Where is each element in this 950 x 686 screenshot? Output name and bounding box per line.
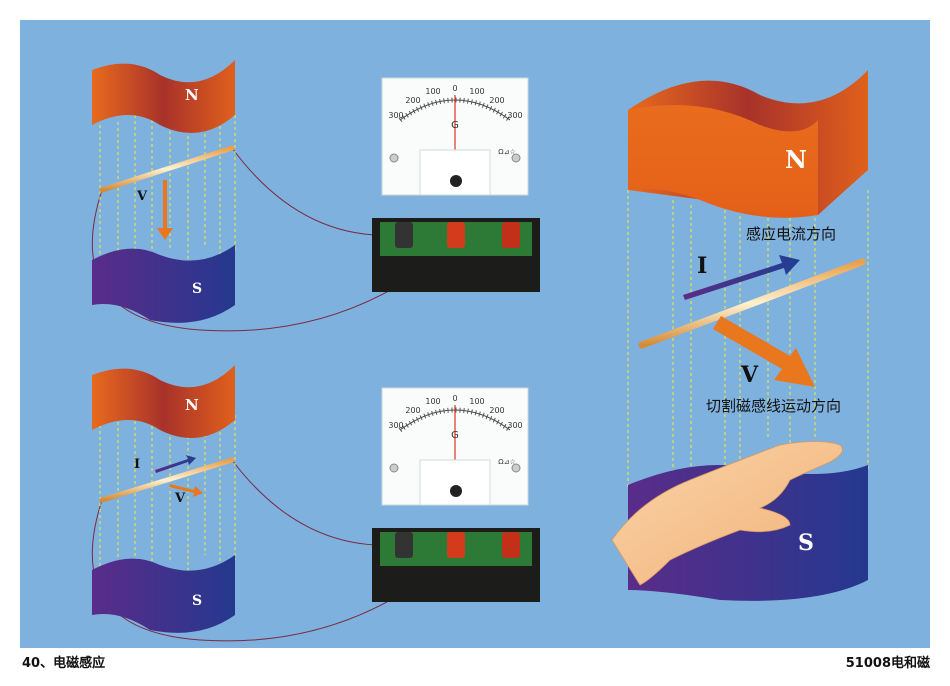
meter-letter: G: [451, 120, 459, 131]
meter-symbols: Ω⊿☆: [498, 458, 516, 466]
current-label: I: [697, 253, 707, 279]
scale-label: 100: [425, 87, 440, 96]
north-magnet-front: [628, 105, 818, 218]
velocity-label: V: [740, 362, 759, 388]
panel-right-hand-rule: N S I V 感应电流方向 切割磁感线运动方向: [611, 70, 869, 601]
conductor-rod: [638, 258, 866, 349]
scale-label: 300: [388, 111, 403, 120]
north-magnet: [92, 60, 235, 133]
scale-label: 200: [405, 96, 420, 105]
velocity-arrow: [157, 180, 173, 240]
scale-label: 300: [388, 421, 403, 430]
galvanometer-top: 300 200 100 0 100 200 300 G Ω⊿☆: [372, 78, 540, 292]
scale-label: 100: [469, 87, 484, 96]
scale-label: 200: [489, 96, 504, 105]
south-label: S: [192, 593, 202, 609]
scale-label: 200: [489, 406, 504, 415]
north-magnet: [92, 365, 235, 438]
panel-bottom-left: N S I V: [91, 365, 461, 642]
footer-left-caption: 40、电磁感应: [22, 656, 106, 671]
north-label: N: [185, 396, 199, 414]
panel-top-left: N S V: [91, 60, 461, 332]
current-label: I: [134, 457, 140, 472]
scale-label: 0: [452, 84, 457, 93]
south-magnet: [92, 245, 235, 323]
field-lines: [99, 115, 236, 270]
velocity-arrow: [169, 484, 203, 497]
scale-label: 100: [469, 397, 484, 406]
footer-right-caption: 51008电和磁: [845, 656, 930, 671]
cutting-motion-direction-label: 切割磁感线运动方向: [706, 397, 841, 415]
north-label: N: [785, 145, 807, 174]
meter-letter: G: [451, 430, 459, 441]
galvanometer-bottom: 300 200 100 0 100 200 300 G Ω⊿☆: [372, 388, 540, 602]
velocity-label: V: [174, 491, 186, 506]
scale-label: 300: [507, 111, 522, 120]
conductor-rod: [99, 457, 235, 503]
scale-label: 300: [507, 421, 522, 430]
scale-label: 0: [452, 394, 457, 403]
north-label: N: [185, 86, 199, 104]
south-label: S: [798, 530, 814, 556]
conductor-rod: [99, 145, 235, 193]
current-arrow: [683, 255, 800, 300]
induced-current-direction-label: 感应电流方向: [746, 225, 836, 243]
scale-label: 100: [425, 397, 440, 406]
velocity-label: V: [136, 189, 148, 204]
scale-label: 200: [405, 406, 420, 415]
current-arrow: [155, 455, 196, 473]
velocity-arrow: [713, 316, 815, 387]
south-label: S: [192, 281, 202, 297]
right-hand: [611, 441, 843, 586]
meter-symbols: Ω⊿☆: [498, 148, 516, 156]
south-magnet: [92, 555, 235, 633]
